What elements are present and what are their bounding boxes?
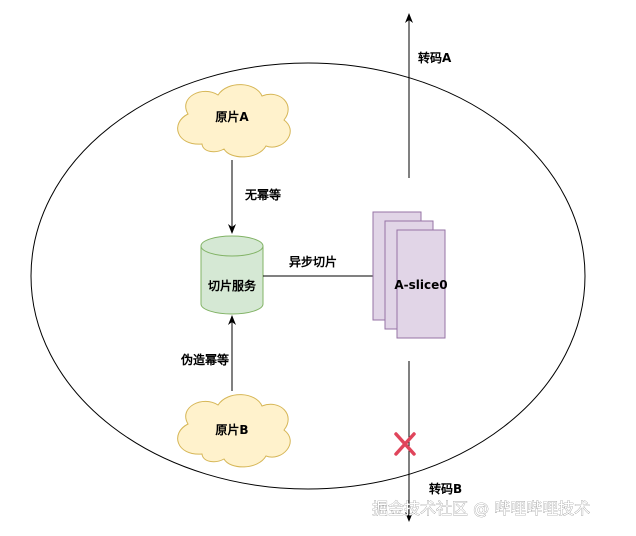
- label-async-slice: 异步切片: [289, 254, 337, 269]
- cloud-label-a: 原片A: [215, 109, 249, 124]
- label-no-watermark: 无幂等: [244, 187, 281, 202]
- slice-service-cylinder: 切片服务: [200, 235, 264, 315]
- slice-document-label: A-slice0: [394, 278, 447, 292]
- label-transcode-a: 转码A: [418, 50, 452, 65]
- boundary-ellipse: [30, 62, 586, 490]
- cross-icon: [394, 432, 416, 456]
- slice-service-label: 切片服务: [208, 278, 257, 293]
- cloud-label-b: 原片B: [215, 422, 248, 437]
- watermark-text: 掘金技术社区 @ 哔哩哔哩技术: [372, 499, 590, 518]
- cloud-original-a: 原片A: [177, 84, 291, 158]
- slice-document-stack: A-slice0: [372, 211, 448, 339]
- label-transcode-b: 转码B: [429, 481, 462, 496]
- label-pseudo-watermark: 伪造幂等: [180, 352, 229, 367]
- cloud-original-b: 原片B: [177, 394, 291, 468]
